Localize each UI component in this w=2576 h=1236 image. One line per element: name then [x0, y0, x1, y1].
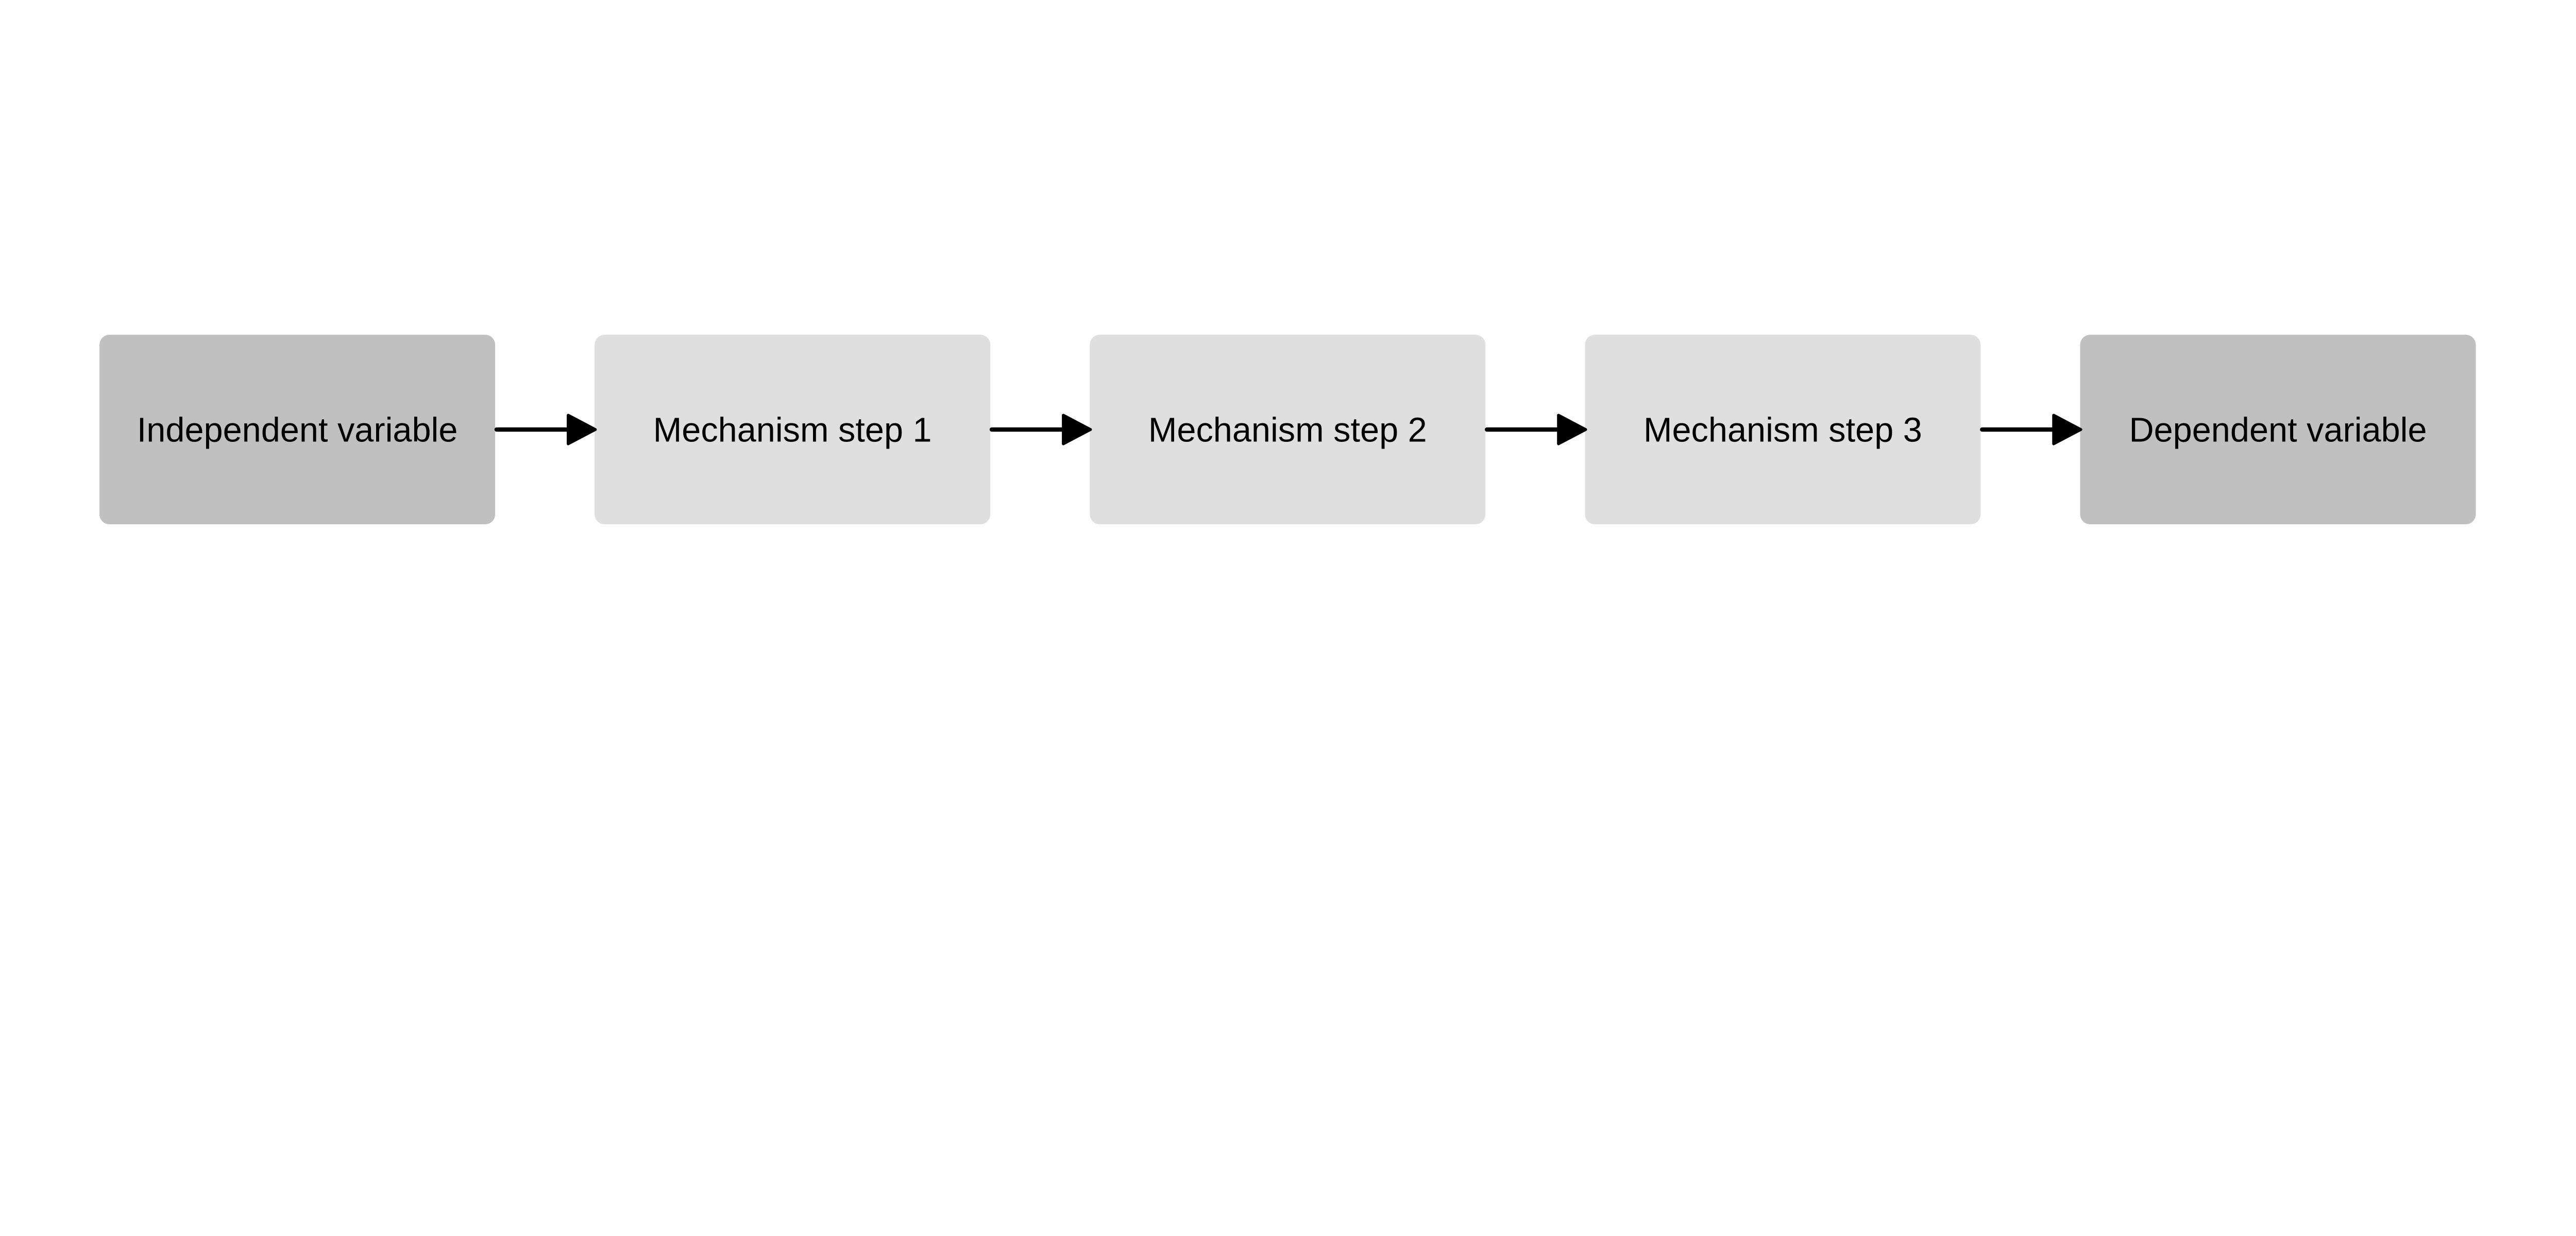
node-label: Mechanism step 3 — [1643, 411, 1922, 450]
arrowhead-icon — [1062, 414, 1092, 445]
arrowhead-icon — [1557, 414, 1587, 445]
node-label: Mechanism step 1 — [653, 411, 932, 450]
node-label: Dependent variable — [2129, 411, 2427, 450]
variable-node: Independent variable — [99, 334, 496, 525]
node-label: Mechanism step 2 — [1148, 411, 1427, 450]
node-box — [1090, 334, 1486, 525]
mechanism-node: Mechanism step 3 — [1585, 334, 1981, 525]
node-box — [1585, 334, 1981, 525]
node-label: Independent variable — [137, 411, 458, 450]
variable-node: Dependent variable — [2080, 334, 2476, 525]
node-box — [2080, 334, 2476, 525]
arrow — [1980, 414, 2082, 445]
node-box — [99, 334, 496, 525]
flow-diagram: Independent variable Mechanism step 1 Mech… — [99, 334, 2476, 525]
mechanism-node: Mechanism step 2 — [1090, 334, 1486, 525]
arrowhead-icon — [567, 414, 597, 445]
node-box — [595, 334, 991, 525]
arrow — [989, 414, 1092, 445]
arrow — [494, 414, 597, 445]
arrow — [1484, 414, 1587, 445]
arrowhead-icon — [2052, 414, 2082, 445]
mechanism-node: Mechanism step 1 — [595, 334, 991, 525]
